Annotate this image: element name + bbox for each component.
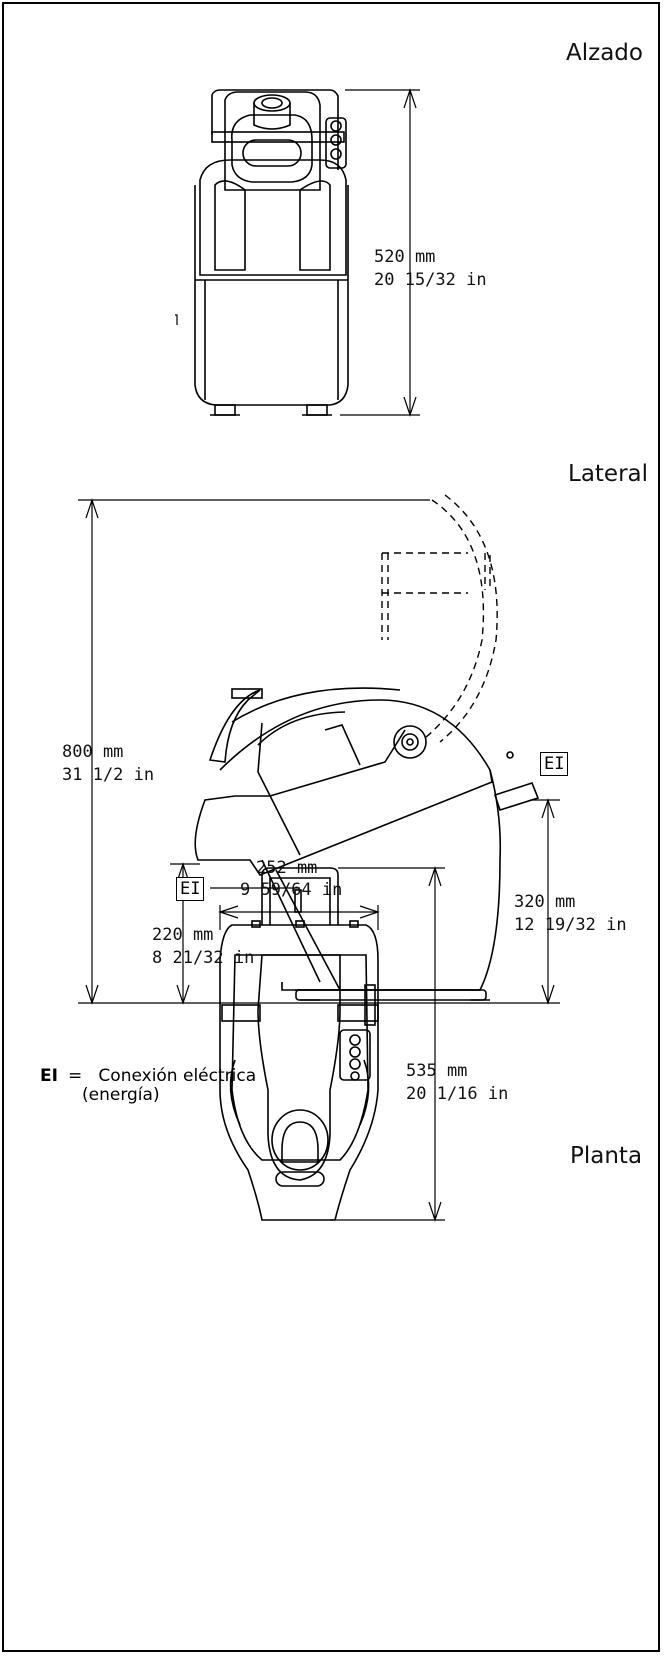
planta-width-mm: 252 mm bbox=[256, 858, 318, 878]
planta-depth-mm: 535 mm bbox=[406, 1061, 468, 1081]
lateral-base-mm: 220 mm bbox=[152, 925, 214, 945]
planta-drawing bbox=[219, 867, 379, 1221]
planta-el-label: EI bbox=[176, 877, 205, 901]
lateral-conn-in: 12 19/32 in bbox=[514, 915, 627, 935]
planta-title: Planta bbox=[570, 1143, 643, 1169]
legend: EI = Conexión eléctrica (energía) bbox=[40, 1067, 256, 1105]
lateral-conn-mm: 320 mm bbox=[514, 892, 576, 912]
alzado-dimension bbox=[340, 88, 420, 417]
legend-eq: = bbox=[67, 1066, 83, 1086]
lateral-total-mm: 800 mm bbox=[62, 742, 124, 762]
legend-text-1: Conexión eléctrica bbox=[98, 1066, 257, 1086]
alzado-height-mm: 520 mm bbox=[374, 247, 436, 267]
legend-text-2: (energía) bbox=[82, 1085, 160, 1105]
alzado-title: Alzado bbox=[566, 40, 643, 66]
alzado-drawing bbox=[175, 89, 349, 416]
alzado-height-in: 20 15/32 in bbox=[374, 270, 487, 290]
legend-key: EI bbox=[40, 1066, 58, 1086]
lateral-title: Lateral bbox=[568, 461, 649, 487]
lateral-drawing bbox=[194, 494, 540, 1001]
lateral-el-label: EI bbox=[540, 752, 569, 776]
lateral-total-in: 31 1/2 in bbox=[62, 765, 155, 785]
planta-dimensions bbox=[210, 866, 445, 1222]
planta-depth-in: 20 1/16 in bbox=[406, 1084, 509, 1104]
lateral-dimensions bbox=[78, 498, 560, 1005]
planta-width-in: 9 59/64 in bbox=[240, 880, 343, 900]
lateral-base-in: 8 21/32 in bbox=[152, 948, 255, 968]
